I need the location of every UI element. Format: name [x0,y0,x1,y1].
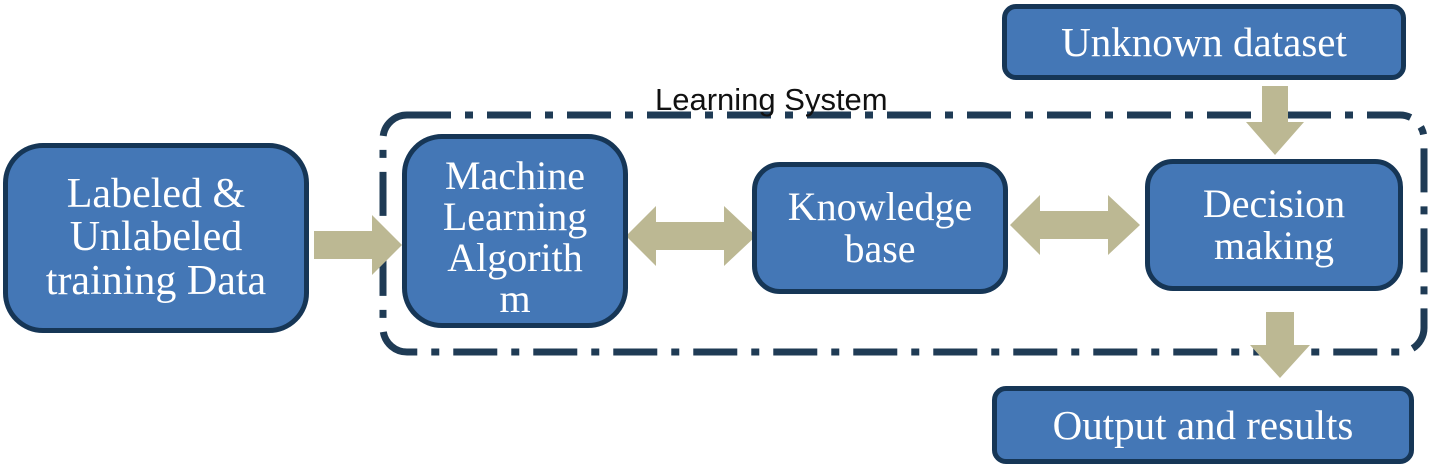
output-results-node: Output and results [992,386,1414,464]
arrow-decision-to-output [1250,312,1310,378]
ml-algorithm-node: Machine Learning Algorith m [402,134,628,328]
knowledge-base-node: Knowledge base [752,162,1008,294]
arrow-unknown-to-decision [1246,86,1304,155]
training-data-node: Labeled & Unlabeled training Data [3,143,309,333]
decision-making-node: Decision making [1145,159,1403,291]
unknown-dataset-node: Unknown dataset [1002,4,1406,80]
learning-system-label: Learning System [655,82,888,117]
arrow-training-to-ml [314,215,402,275]
arrow-knowledge-decision-double [1010,195,1140,255]
arrow-ml-knowledge-double [626,206,756,266]
